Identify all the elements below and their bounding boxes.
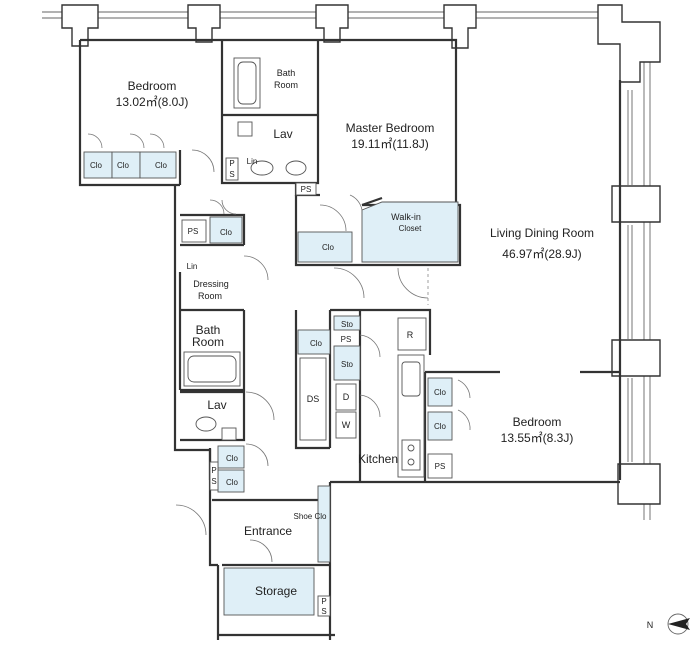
bath-mid-name-1: Bath	[196, 323, 221, 337]
ps-master	[295, 182, 317, 196]
clo-label-se-1: Clo	[434, 388, 447, 397]
closet-sto-2	[333, 345, 361, 381]
dish-storage	[299, 357, 327, 441]
walkin-name-2: Closet	[399, 224, 422, 233]
shoe-clo-label: Shoe Clo	[294, 512, 327, 521]
bath-mid-name-2: Room	[192, 335, 224, 349]
walkin-name-1: Walk-in	[391, 212, 421, 222]
storage-room	[223, 567, 315, 616]
s-label-hall: S	[211, 477, 216, 486]
toilet-top	[250, 160, 274, 176]
clo-label-3: Clo	[155, 161, 168, 170]
p-label-storage: P	[321, 597, 326, 606]
sto-label-2: Sto	[341, 360, 354, 369]
w-label: W	[342, 420, 351, 430]
kitchen-name: Kitchen	[358, 452, 398, 466]
r-label: R	[407, 330, 414, 340]
closet-dressing	[209, 216, 243, 244]
ps-bedroom-se	[427, 453, 453, 479]
ps-label-kitchen: PS	[341, 335, 352, 344]
washer	[335, 411, 357, 439]
p-label-top: P	[229, 159, 234, 168]
doors	[87, 133, 471, 563]
ldr-area: 46.97㎡(28.9J)	[502, 247, 581, 261]
bedroom-nw-area: 13.02㎡(8.0J)	[116, 95, 189, 109]
lin-label-dressing: Lin	[187, 262, 198, 271]
clo-label-hall-2: Clo	[226, 478, 239, 487]
closets	[83, 151, 459, 616]
ps-hall	[181, 219, 207, 243]
clo-label-se-2: Clo	[434, 422, 447, 431]
windows	[627, 90, 633, 462]
d-label: D	[343, 392, 350, 402]
ps-label-hall: PS	[188, 227, 199, 236]
dressing-name-1: Dressing	[193, 279, 229, 289]
master-area: 19.11㎡(11.8J)	[351, 137, 429, 151]
lin-label-top: Lin	[247, 157, 258, 166]
ps-label-master: PS	[301, 185, 312, 194]
closet-bedroom-se-2	[427, 411, 453, 441]
ps-storage	[317, 595, 331, 617]
compass-arrow-icon	[668, 618, 690, 630]
bedroom-se-area: 13.55㎡(8.3J)	[501, 431, 574, 445]
dishwasher	[335, 383, 357, 411]
lav-mid-name: Lav	[207, 398, 226, 412]
bath-top-name-2: Room	[274, 80, 298, 90]
compass: N	[647, 613, 690, 635]
stove	[401, 439, 421, 471]
closet-hall-1	[217, 445, 245, 469]
ldr-name: Living Dining Room	[490, 226, 594, 240]
ps-label-se: PS	[435, 462, 446, 471]
sto-label-1: Sto	[341, 320, 354, 329]
dressing-name-2: Room	[198, 291, 222, 301]
closet-sto-1	[333, 315, 361, 331]
clo-label-master: Clo	[322, 243, 335, 252]
closet-bedroom-se-1	[427, 377, 453, 407]
clo-label-2: Clo	[117, 161, 130, 170]
clo-label-hall-1: Clo	[226, 454, 239, 463]
washbasin-top	[237, 121, 253, 137]
closet-kitchen	[297, 329, 331, 355]
s-label-top: S	[229, 170, 234, 179]
fixture-labels: Clo Clo Clo Clo Clo Clo Clo Clo Clo Clo …	[90, 157, 447, 616]
structural-pillars	[61, 4, 661, 505]
closet-bedroom-nw-3	[139, 151, 177, 179]
closet-bedroom-nw-2	[111, 151, 141, 179]
master-name: Master Bedroom	[346, 121, 435, 135]
ds-label: DS	[307, 394, 320, 404]
lav-top-name: Lav	[273, 127, 292, 141]
refrigerator	[397, 317, 427, 351]
interior-walls	[178, 40, 620, 567]
bath-top-name-1: Bath	[277, 68, 296, 78]
clo-label-dressing: Clo	[220, 228, 233, 237]
closet-master	[297, 231, 353, 263]
laundry-ps	[225, 157, 239, 181]
s-label-storage: S	[321, 607, 326, 616]
walk-in-closet	[361, 201, 459, 263]
toilet-mid	[195, 416, 217, 432]
bedroom-nw-name: Bedroom	[128, 79, 177, 93]
clo-label-kitchen: Clo	[310, 339, 323, 348]
entrance-name: Entrance	[244, 524, 292, 538]
storage-name: Storage	[255, 584, 297, 598]
fixtures	[181, 57, 453, 617]
ps-hall-2	[209, 461, 219, 491]
p-label-hall: P	[211, 466, 216, 475]
clo-label-1: Clo	[90, 161, 103, 170]
shoe-closet	[317, 485, 331, 563]
closet-bedroom-nw-1	[83, 151, 113, 179]
compass-north-label: N	[647, 620, 654, 630]
room-labels: Bedroom 13.02㎡(8.0J) Bath Room Lav Maste…	[116, 68, 594, 598]
bedroom-se-name: Bedroom	[513, 415, 562, 429]
